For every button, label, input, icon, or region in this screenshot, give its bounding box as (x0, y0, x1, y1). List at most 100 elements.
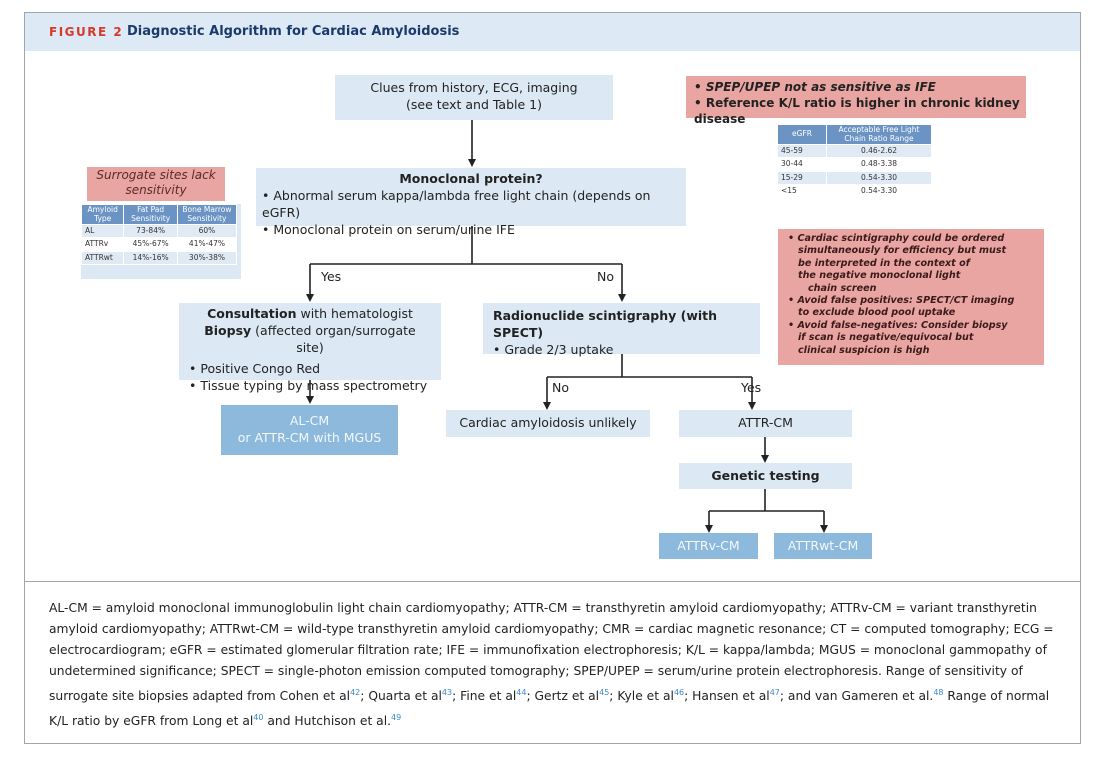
ref-42[interactable]: 42 (350, 688, 361, 697)
egfr-cell: 30-44 (777, 157, 827, 172)
attrwt-cm-box: ATTRwt-CM (774, 533, 872, 559)
edge-label-yes-2: Yes (741, 380, 762, 395)
clues-box: Clues from history, ECG, imaging (see te… (335, 75, 613, 120)
ref-49[interactable]: 49 (391, 713, 402, 723)
figure-title: Diagnostic Algorithm for Cardiac Amyloid… (127, 24, 460, 39)
egfr-cell: <15 (777, 183, 827, 198)
attr-cm-box: ATTR-CM (679, 410, 852, 437)
scint-line: if scan is negative/equivocal but (798, 332, 974, 344)
ref-40[interactable]: 40 (253, 713, 264, 723)
egfr-table: eGFR Acceptable Free Light Chain Ratio R… (777, 123, 932, 198)
footnote-part: Range of normal K/L ratio by eGFR from L… (49, 689, 1050, 729)
genetic-testing-text: Genetic testing (711, 468, 820, 483)
footnote-part: ; Quarta et al (360, 689, 442, 704)
figure-panel: FIGURE 2 Diagnostic Algorithm for Cardia… (24, 12, 1081, 744)
egfr-row: 45-59 0.46-2.62 (777, 144, 932, 159)
footnote-part: and Hutchison et al. (263, 714, 392, 729)
ref-47[interactable]: 47 (769, 688, 780, 697)
consultation-bullet-1: • Positive Congo Red (189, 360, 321, 376)
ref-44[interactable]: 44 (516, 688, 527, 697)
egfr-header-range: Acceptable Free Light Chain Ratio Range (826, 123, 932, 146)
biopsy-title-rest: (affected organ/surrogate site) (251, 322, 416, 355)
scint-line: the negative monoclonal light (798, 270, 961, 282)
egfr-cell: 0.54-3.30 (826, 170, 932, 185)
egfr-header-egfr: eGFR (777, 123, 827, 146)
figure-label: FIGURE 2 (49, 25, 124, 39)
figure-header: FIGURE 2 Diagnostic Algorithm for Cardia… (25, 13, 1080, 51)
surrogate-table-panel: Amyloid Type Fat Pad Sensitivity Bone Ma… (80, 203, 241, 279)
attrwt-cm-text: ATTRwt-CM (787, 538, 859, 553)
edge-label-no-1: No (597, 269, 614, 284)
egfr-row: 15-29 0.54-3.30 (777, 170, 932, 185)
surrogate-cell: ATTRv (80, 237, 125, 252)
consultation-box: Consultation with hematologist Biopsy (a… (179, 303, 441, 393)
surrogate-header-fat: Fat Pad Sensitivity (123, 203, 178, 226)
ref-48[interactable]: 48 (933, 688, 944, 697)
surrogate-cell: 60% (176, 224, 238, 239)
footnote-text: AL-CM = amyloid monoclonal immunoglobuli… (49, 598, 1061, 732)
egfr-row: <15 0.54-3.30 (777, 183, 932, 198)
surrogate-cell: 30%-38% (176, 250, 238, 265)
footnote-part: ; Kyle et al (609, 689, 674, 704)
spep-line-2: • Reference K/L ratio is higher in chron… (694, 96, 1020, 126)
unlikely-box: Cardiac amyloidosis unlikely (446, 410, 650, 437)
monoclonal-bullet-1: • Abnormal serum kappa/lambda free light… (262, 187, 651, 220)
al-cm-line-1: AL-CM (289, 413, 330, 428)
surrogate-row-attrwt: ATTRwt 14%-16% 30%-38% (80, 250, 238, 265)
surrogate-cell: ATTRwt (80, 250, 125, 265)
surrogate-cell: 45%-67% (123, 237, 178, 252)
biopsy-row: Biopsy (affected organ/surrogate site) (189, 323, 441, 357)
ref-43[interactable]: 43 (441, 688, 453, 697)
scint-line: clinical suspicion is high (798, 344, 930, 356)
surrogate-row-al: AL 73-84% 60% (80, 224, 238, 239)
surrogate-note: Surrogate sites lack sensitivity (87, 167, 225, 201)
al-cm-line-2: or ATTR-CM with MGUS (237, 429, 382, 445)
biopsy-title: Biopsy (204, 322, 252, 338)
egfr-table-panel: eGFR Acceptable Free Light Chain Ratio R… (777, 123, 932, 198)
footnote-part: AL-CM = amyloid monoclonal immunoglobuli… (49, 601, 1054, 704)
surrogate-table: Amyloid Type Fat Pad Sensitivity Bone Ma… (80, 203, 238, 265)
egfr-cell: 15-29 (777, 170, 827, 185)
egfr-cell: 45-59 (777, 144, 827, 159)
surrogate-header-type: Amyloid Type (80, 203, 125, 226)
consultation-title-rest: with hematologist (296, 306, 413, 321)
consultation-title: Consultation (207, 306, 297, 321)
scint-line: be interpreted in the context of (798, 257, 970, 269)
egfr-cell: 0.46-2.62 (826, 144, 932, 159)
flow-connectors (306, 120, 828, 533)
unlikely-text: Cardiac amyloidosis unlikely (459, 415, 637, 430)
monoclonal-protein-box: Monoclonal protein? • Abnormal serum kap… (256, 168, 686, 237)
clues-line-2: (see text and Table 1) (405, 96, 542, 112)
edge-label-yes-1: Yes (321, 269, 342, 284)
scintigraphy-note: • Cardiac scintigraphy could be ordered … (778, 229, 1044, 365)
consultation-bullet-2: • Tissue typing by mass spectrometry (189, 377, 428, 393)
ref-46[interactable]: 46 (673, 688, 685, 697)
ref-45[interactable]: 45 (599, 688, 610, 697)
surrogate-header-row: Amyloid Type Fat Pad Sensitivity Bone Ma… (80, 203, 238, 226)
surrogate-cell: 41%-47% (176, 237, 238, 252)
attrv-cm-box: ATTRv-CM (659, 533, 758, 559)
footnote-part: ; and van Gameren et al. (779, 689, 934, 704)
footnote-part: ; Gertz et al (526, 689, 600, 704)
surrogate-cell: 73-84% (123, 224, 178, 239)
clues-line-1: Clues from history, ECG, imaging (370, 80, 578, 95)
al-cm-box: AL-CM or ATTR-CM with MGUS (221, 405, 398, 455)
genetic-testing-box: Genetic testing (679, 463, 852, 489)
surrogate-cell: AL (80, 224, 125, 239)
egfr-row: 30-44 0.48-3.38 (777, 157, 932, 172)
footnote-part: ; Hansen et al (684, 689, 770, 704)
spep-line-1: • SPEP/UPEP not as sensitive as IFE (694, 80, 936, 94)
scint-line: • Avoid false positives: SPECT/CT imagin… (788, 295, 1015, 307)
surrogate-cell: 14%-16% (123, 250, 178, 265)
scint-line: • Avoid false-negatives: Consider biopsy (788, 319, 1008, 331)
radionuclide-box: Radionuclide scintigraphy (with SPECT) •… (483, 303, 760, 357)
footnote-section: AL-CM = amyloid monoclonal immunoglobuli… (25, 581, 1080, 728)
attrv-cm-text: ATTRv-CM (677, 538, 740, 553)
surrogate-row-attrv: ATTRv 45%-67% 41%-47% (80, 237, 238, 252)
consultation-title-row: Consultation with hematologist (189, 306, 441, 323)
surrogate-header-marrow: Bone Marrow Sensitivity (176, 203, 238, 226)
monoclonal-bullet-2: • Monoclonal protein on serum/urine IFE (262, 221, 515, 237)
attr-cm-text: ATTR-CM (738, 415, 793, 430)
edge-label-no-2: No (552, 380, 569, 395)
spep-note: • SPEP/UPEP not as sensitive as IFE • Re… (686, 76, 1026, 126)
